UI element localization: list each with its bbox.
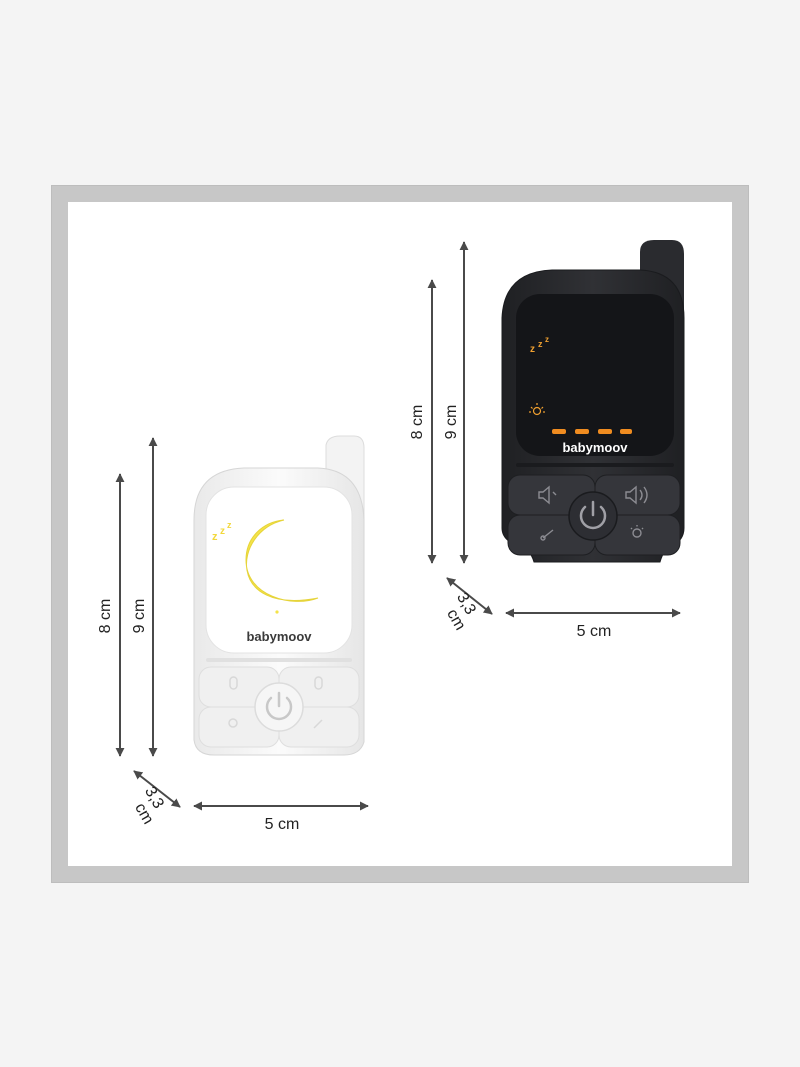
zzz-icon: z z z — [530, 335, 549, 355]
svg-text:z: z — [227, 520, 232, 530]
height-label-9: 9 cm — [131, 599, 148, 634]
black-baby-monitor: z z z babymoov — [501, 240, 685, 563]
light-icon — [228, 718, 238, 728]
speaker-loud-icon — [625, 485, 648, 505]
moon-icon — [245, 519, 319, 602]
music-note-icon — [540, 529, 554, 541]
bulb-icon — [630, 525, 644, 538]
sound-level-leds — [552, 429, 632, 434]
night-light-icon — [529, 403, 545, 416]
mic-icon — [229, 676, 323, 690]
power-icon[interactable] — [579, 500, 607, 530]
zzz-icon: z z z — [212, 520, 232, 543]
svg-text:z: z — [538, 339, 543, 349]
svg-text:z: z — [545, 335, 549, 344]
width-label: 5 cm — [577, 623, 612, 640]
white-baby-monitor: z z z babymoov — [193, 435, 365, 756]
height-label-9: 9 cm — [443, 405, 460, 440]
brand-logo: babymoov — [562, 440, 628, 455]
button-pad — [507, 474, 681, 556]
svg-text:z: z — [530, 344, 535, 355]
height-label-8: 8 cm — [409, 405, 426, 440]
music-note-icon — [313, 719, 323, 729]
button-pad — [198, 666, 360, 748]
height-label-8: 8 cm — [97, 599, 114, 634]
black-dimensions — [427, 241, 681, 618]
svg-text:z: z — [212, 531, 218, 543]
power-icon[interactable] — [265, 691, 293, 721]
led-dot-icon — [275, 610, 279, 614]
width-label: 5 cm — [265, 816, 300, 833]
speaker-quiet-icon — [538, 485, 557, 505]
svg-text:z: z — [220, 526, 225, 537]
brand-logo: babymoov — [246, 629, 312, 644]
white-dimensions — [115, 437, 369, 811]
